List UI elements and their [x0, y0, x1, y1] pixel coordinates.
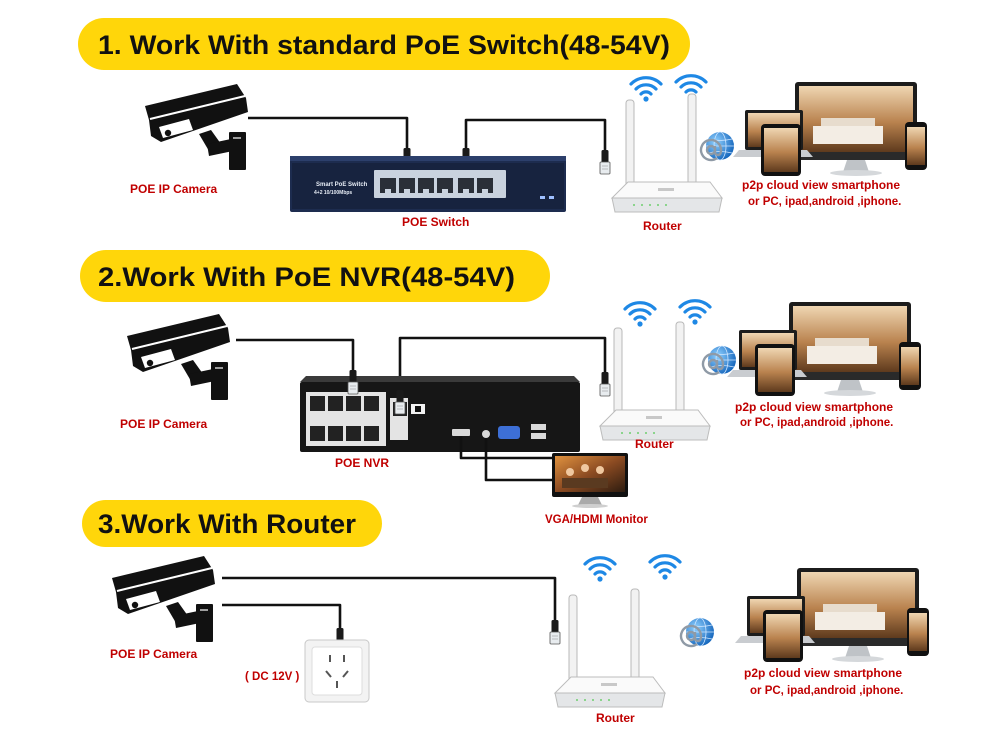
globe-email-icon	[701, 344, 738, 376]
globe-email-icon	[699, 130, 736, 162]
cable-camera-to-router	[222, 576, 557, 622]
hdmi-port	[452, 429, 470, 436]
camera-icon	[111, 555, 216, 643]
poe-port	[437, 178, 453, 193]
section-2-poe-nvr: 2.Work With PoE NVR(48-54V) POE IP Camer…	[80, 250, 921, 526]
router-icon	[611, 93, 723, 213]
devices-icon	[727, 302, 921, 396]
camera-icon	[126, 313, 231, 401]
switch-spec-text: 4+2 10/100Mbps	[314, 190, 352, 196]
section-1-standard-poe-switch: 1. Work With standard PoE Switch(48-54V)…	[78, 18, 927, 233]
wifi-icon	[583, 556, 617, 584]
section-1-switch-label: POE Switch	[402, 215, 469, 229]
cable-camera-to-switch	[248, 116, 409, 150]
usb-port	[531, 424, 546, 430]
poe-port	[310, 396, 325, 411]
uplink-port	[477, 178, 493, 193]
rj45-connector-icon	[394, 389, 406, 415]
section-1-banner	[78, 18, 690, 70]
vga-port	[498, 426, 520, 439]
poe-switch: Smart PoE Switch 4+2 10/100Mbps	[290, 156, 566, 212]
section-3-banner	[82, 500, 382, 547]
section-3-router-label: Router	[596, 711, 635, 725]
cable-vga-to-monitor	[484, 438, 552, 482]
router-icon	[554, 588, 666, 708]
section-2-view-line2: or PC, ipad,android ,iphone.	[740, 417, 893, 429]
poe-port	[399, 178, 415, 193]
section-2-nvr-label: POE NVR	[335, 456, 389, 470]
globe-email-icon	[679, 616, 716, 648]
poe-nvr	[300, 376, 580, 452]
rj45-connector-icon	[347, 369, 359, 395]
wifi-icon	[623, 301, 657, 329]
monitor-icon	[552, 453, 628, 508]
poe-port	[364, 396, 379, 411]
cable-camera-to-nvr	[236, 338, 355, 372]
wifi-icon	[648, 554, 682, 582]
section-3-camera-label: POE IP Camera	[110, 647, 197, 661]
cable-camera-to-power	[222, 603, 342, 630]
cable-switch-to-router	[464, 118, 607, 152]
section-2-router-label: Router	[635, 437, 674, 451]
section-3-router: 3.Work With Router POE IP Camera ( DC 12…	[82, 500, 929, 725]
section-2-view-line1: p2p cloud view smartphone	[735, 400, 893, 414]
section-1-view-line1: p2p cloud view smartphone	[742, 178, 900, 192]
section-3-view-line2: or PC, ipad,android ,iphone.	[750, 685, 903, 697]
poe-port	[418, 178, 434, 193]
usb-port	[531, 433, 546, 439]
poe-port	[364, 426, 379, 441]
poe-port	[380, 178, 396, 193]
section-2-camera-label: POE IP Camera	[120, 417, 207, 431]
section-1-camera-label: POE IP Camera	[130, 182, 217, 196]
wifi-icon	[629, 76, 663, 104]
section-1-view-line2: or PC, ipad,android ,iphone.	[748, 196, 901, 208]
cable-nvr-to-router	[398, 336, 607, 392]
wall-socket-icon	[304, 639, 370, 703]
power-switch	[415, 406, 421, 412]
devices-icon	[733, 82, 927, 176]
rj45-connector-icon	[599, 371, 611, 397]
wifi-icon	[678, 299, 712, 327]
section-2-title: 2.Work With PoE NVR(48-54V)	[98, 262, 515, 292]
router-icon	[599, 321, 711, 441]
section-1-title: 1. Work With standard PoE Switch(48-54V)	[98, 30, 670, 60]
cable-hdmi-to-monitor	[459, 436, 552, 460]
section-3-view-line1: p2p cloud view smartphone	[744, 666, 902, 680]
section-1-router-label: Router	[643, 219, 682, 233]
camera-icon	[144, 83, 249, 171]
rj45-connector-icon	[549, 619, 561, 645]
poe-port	[328, 396, 343, 411]
poe-port	[346, 396, 361, 411]
poe-port	[328, 426, 343, 441]
audio-port	[482, 430, 490, 438]
section-3-title: 3.Work With Router	[98, 509, 357, 539]
poe-port	[346, 426, 361, 441]
rj45-connector-icon	[599, 149, 611, 175]
section-3-power-label: ( DC 12V )	[245, 671, 299, 683]
section-2-monitor-label: VGA/HDMI Monitor	[545, 514, 648, 526]
devices-icon	[735, 568, 929, 662]
switch-model-text: Smart PoE Switch	[316, 182, 368, 188]
uplink-port	[458, 178, 474, 193]
poe-port	[310, 426, 325, 441]
section-2-banner	[80, 250, 550, 302]
